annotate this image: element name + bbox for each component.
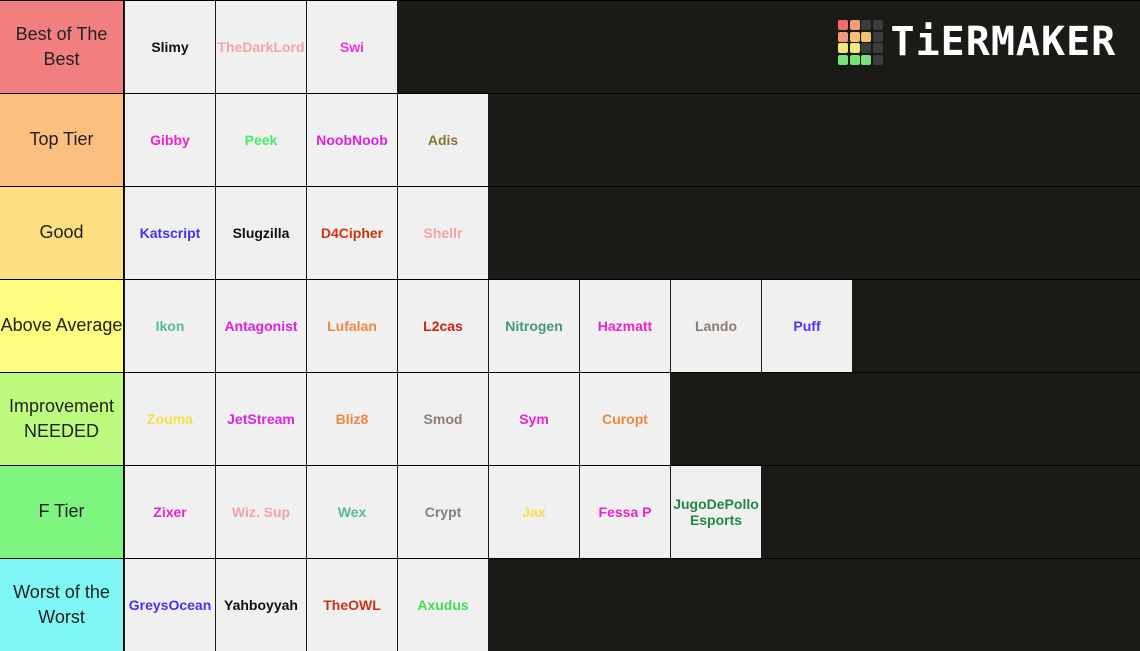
tier-label[interactable]: Worst of the Worst bbox=[0, 559, 124, 651]
logo-grid-cell bbox=[849, 43, 860, 53]
tier-item[interactable]: Axudus bbox=[398, 559, 488, 651]
tier-item[interactable]: Adis bbox=[398, 94, 488, 186]
tier-label[interactable]: Best of The Best bbox=[0, 1, 124, 93]
tier-item[interactable]: JetStream bbox=[216, 373, 306, 465]
tier-label[interactable]: Improvement NEEDED bbox=[0, 373, 124, 465]
logo-text: TiERMAKER bbox=[890, 19, 1117, 66]
tier-item[interactable]: NoobNoob bbox=[307, 94, 397, 186]
tier-item[interactable]: Bliz8 bbox=[307, 373, 397, 465]
logo-grid-cell bbox=[872, 43, 883, 53]
tier-item[interactable]: Sym bbox=[489, 373, 579, 465]
tier-item[interactable]: Shellr bbox=[398, 187, 488, 279]
tier-label[interactable]: Top Tier bbox=[0, 94, 124, 186]
tier-item[interactable]: Antagonist bbox=[216, 280, 306, 372]
logo-grid-cell bbox=[838, 31, 848, 42]
tier-item[interactable]: Lufalan bbox=[307, 280, 397, 372]
logo-grid-cell bbox=[861, 20, 871, 30]
tier-item[interactable]: Lando bbox=[671, 280, 761, 372]
tier-item[interactable]: Jax bbox=[489, 466, 579, 558]
tier-item[interactable]: Puff bbox=[762, 280, 852, 372]
logo-grid-cell bbox=[838, 54, 848, 65]
logo-grid-icon bbox=[838, 20, 883, 65]
tier-item[interactable]: D4Cipher bbox=[307, 187, 397, 279]
tier-item[interactable]: Wiz. Sup bbox=[216, 466, 306, 558]
tier-item[interactable]: Slugzilla bbox=[216, 187, 306, 279]
tier-label[interactable]: F Tier bbox=[0, 466, 124, 558]
tier-item[interactable]: Fessa P bbox=[580, 466, 670, 558]
tier-item[interactable]: Hazmatt bbox=[580, 280, 670, 372]
logo-grid-cell bbox=[849, 20, 860, 30]
tier-item[interactable]: Ikon bbox=[125, 280, 215, 372]
tier-item[interactable]: Gibby bbox=[125, 94, 215, 186]
logo-grid-cell bbox=[838, 20, 848, 30]
logo-grid-cell bbox=[838, 43, 848, 53]
tier-item[interactable]: Zouma bbox=[125, 373, 215, 465]
tier-item[interactable]: Swi bbox=[307, 1, 397, 93]
tier-item[interactable]: Nitrogen bbox=[489, 280, 579, 372]
logo-grid-cell bbox=[861, 31, 871, 42]
logo-grid-cell bbox=[872, 54, 883, 65]
tier-item[interactable]: Wex bbox=[307, 466, 397, 558]
tier-item[interactable]: Yahboyyah bbox=[216, 559, 306, 651]
tier-item[interactable]: TheOWL bbox=[307, 559, 397, 651]
tier-item[interactable]: Smod bbox=[398, 373, 488, 465]
tier-item[interactable]: GreysOcean bbox=[125, 559, 215, 651]
tier-item[interactable]: JugoDePollo Esports bbox=[671, 466, 761, 558]
tier-item[interactable]: L2cas bbox=[398, 280, 488, 372]
tier-label[interactable]: Above Average bbox=[0, 280, 124, 372]
tier-label[interactable]: Good bbox=[0, 187, 124, 279]
logo-grid-cell bbox=[872, 31, 883, 42]
logo-grid-cell bbox=[861, 43, 871, 53]
tiermaker-logo: TiERMAKER bbox=[838, 20, 1116, 65]
logo-grid-cell bbox=[849, 54, 860, 65]
logo-grid-cell bbox=[872, 20, 883, 30]
tier-item[interactable]: TheDarkLord bbox=[216, 1, 306, 93]
tier-item[interactable]: Peek bbox=[216, 94, 306, 186]
logo-grid-cell bbox=[861, 54, 871, 65]
tier-item[interactable]: Katscript bbox=[125, 187, 215, 279]
tier-item[interactable]: Zixer bbox=[125, 466, 215, 558]
tier-item[interactable]: Crypt bbox=[398, 466, 488, 558]
tier-item[interactable]: Curopt bbox=[580, 373, 670, 465]
logo-grid-cell bbox=[849, 31, 860, 42]
tier-item[interactable]: Slimy bbox=[125, 1, 215, 93]
